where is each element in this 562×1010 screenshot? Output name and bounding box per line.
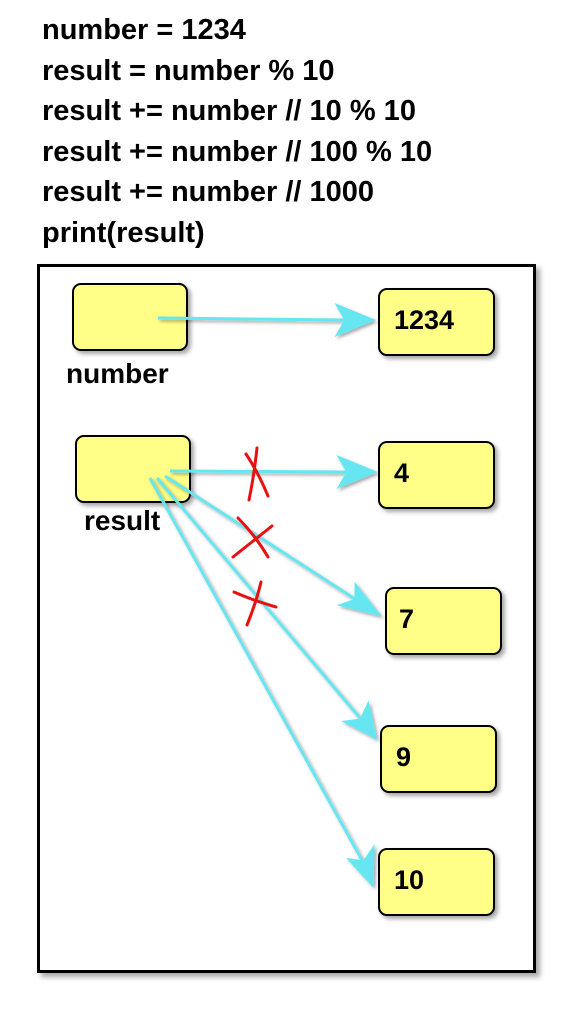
value-box-1234: 1234 [378,288,495,356]
code-line: number = 1234 [42,14,246,46]
arrow-result-to-9 [155,477,378,740]
code-line: print(result) [42,216,205,249]
value-text: 1234 [394,305,455,335]
arrow-result-to-7 [164,474,382,617]
value-text: 10 [394,865,425,895]
strike-mark-4 [244,446,270,502]
strike-mark-7 [231,516,274,559]
code-line: result += number // 100 % 10 [42,135,433,168]
code-line: result += number // 10 % 10 [42,95,416,127]
arrow-result-to-4 [169,454,378,490]
value-box-4: 4 [378,441,495,509]
arrow-result-to-10 [148,477,375,888]
value-text: 4 [394,458,410,488]
variable-box-result [75,435,191,503]
code-line: result += number // 1000 [42,176,375,208]
strike-mark-9 [232,580,278,627]
value-box-7: 7 [385,587,502,655]
value-box-10: 10 [378,848,495,916]
value-text: 7 [399,604,415,634]
variable-label-number: number [66,358,169,389]
code-listing: number = 1234 result = number % 10 resul… [42,10,432,253]
value-text: 9 [396,742,412,772]
value-box-9: 9 [380,725,497,793]
variable-label-result: result [84,505,161,536]
code-line: result = number % 10 [42,54,335,87]
arrow-number-to-1234 [157,302,376,338]
